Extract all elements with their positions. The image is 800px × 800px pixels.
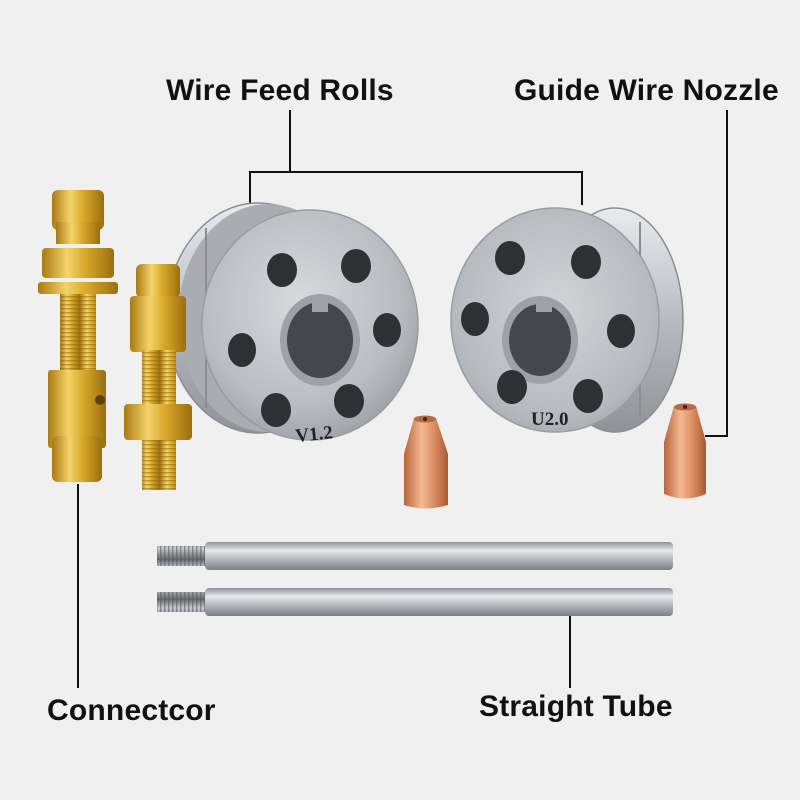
leader-lines (77, 110, 728, 688)
connector-label: Connectcor (47, 694, 216, 727)
roll-marking-right: U2.0 (531, 409, 568, 430)
guide-wire-nozzle-right (664, 403, 706, 499)
wire-feed-roll-right: U2.0 (450, 207, 684, 433)
connector-short (124, 264, 192, 490)
wire-feed-rolls-bracket (249, 171, 583, 205)
guide-wire-nozzle-label: Guide Wire Nozzle (514, 74, 779, 107)
straight-tube-top (157, 542, 673, 570)
straight-tube-bottom (157, 588, 673, 616)
guide-wire-nozzle-leader (705, 110, 728, 437)
wire-feed-rolls-label: Wire Feed Rolls (166, 74, 394, 107)
roll-marking-left: V1.2 (294, 422, 333, 447)
guide-wire-nozzle-left (404, 415, 448, 509)
wire-feed-roll-left: V1.2 (165, 202, 419, 447)
connector-tall (38, 190, 118, 482)
straight-tube-label: Straight Tube (479, 690, 673, 723)
